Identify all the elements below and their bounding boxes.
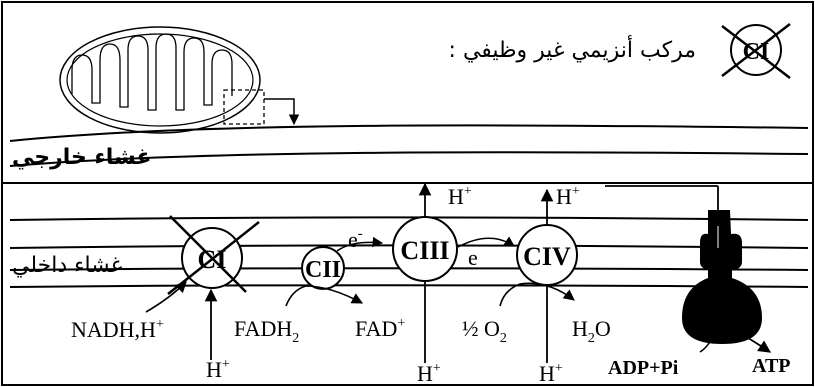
- complex-civ: CIV: [516, 224, 578, 286]
- outer-membrane-label: غشاء خارجي: [12, 145, 151, 170]
- electron-label-1: e-: [348, 226, 363, 252]
- nadh-arrow: [145, 281, 187, 313]
- proton-label-ciii-in: H+: [417, 361, 441, 386]
- proton-label-civ-out: H+: [556, 184, 580, 209]
- atp-synthase: [682, 210, 762, 344]
- proton-label-ciii-out: H+: [448, 184, 472, 209]
- electron-arrow-cii-ciii: [336, 236, 384, 252]
- complex-ci: CI: [167, 215, 260, 295]
- nadh-label: NADH,H+: [71, 317, 164, 342]
- atp-arrow: [737, 331, 772, 353]
- inner-membrane-label: غشاء داخلي: [12, 253, 122, 278]
- legend-ci-symbol: CI: [721, 23, 791, 79]
- mitochondrion-sketch: [59, 26, 261, 134]
- outer-membrane-lower: [9, 151, 809, 167]
- zoom-arrow: [264, 98, 300, 126]
- fadh2-label: FADH2: [234, 316, 299, 346]
- complex-cii: CII: [301, 246, 345, 290]
- zoom-box: [223, 89, 265, 125]
- atp-label: ATP: [752, 355, 791, 377]
- complex-civ-label: CIV: [523, 242, 571, 271]
- legend-text: : مركب أنزيمي غير وظيفي: [449, 35, 696, 63]
- inner-membrane-line-1: [9, 216, 809, 221]
- water-label: H2O: [572, 316, 611, 346]
- oxygen-arrow: [499, 282, 575, 307]
- proton-label-civ-in: H+: [539, 361, 563, 386]
- complex-ciii: CIII: [392, 216, 458, 282]
- outer-membrane-upper: [9, 124, 809, 142]
- oxygen-label: ½ O2: [462, 316, 507, 346]
- electron-label-2: e: [468, 245, 478, 270]
- inner-membrane-line-4: [9, 284, 809, 288]
- adp-label: ADP+Pi: [608, 357, 679, 379]
- proton-label-ci-in: H+: [206, 357, 230, 382]
- complex-ciii-label: CIII: [400, 236, 449, 265]
- fad-label: FAD+: [355, 316, 405, 341]
- fadh2-arrow: [285, 285, 363, 307]
- electron-arrow-ciii-civ: [457, 236, 515, 248]
- adp-line: [699, 325, 719, 353]
- complex-cii-label: CII: [305, 257, 341, 283]
